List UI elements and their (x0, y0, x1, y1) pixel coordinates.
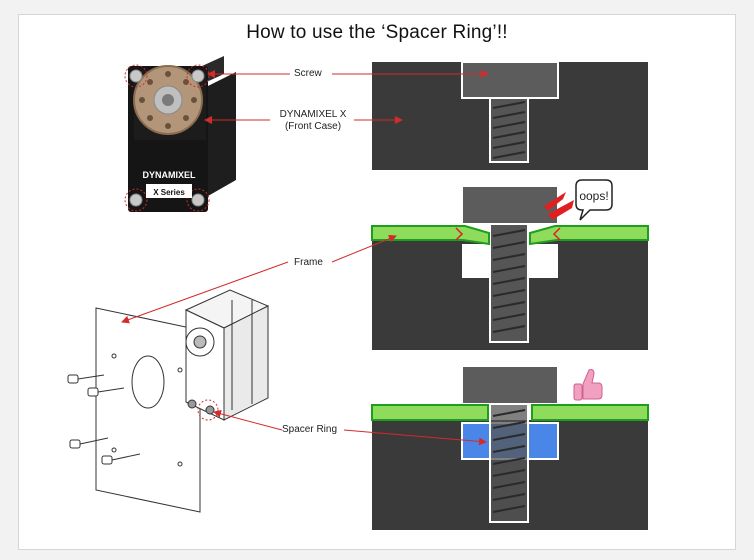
oops-text: oops! (579, 189, 608, 203)
diagram-title: How to use the ‘Spacer Ring’!! (246, 22, 508, 43)
screw-shaft (489, 97, 529, 163)
frame-left (371, 404, 489, 421)
panel-screw-in-case (372, 61, 648, 170)
assembly-sketch (67, 289, 270, 513)
screw-head (461, 61, 559, 99)
annotation-arrows (121, 70, 489, 446)
brand-logo-text: DYNAMIXEL (142, 170, 196, 180)
screw-head (461, 185, 559, 225)
servo-photo: DYNAMIXEL X Series (124, 56, 236, 212)
label-dynamixel-line2: (Front Case) (284, 121, 342, 132)
oops-bubble (575, 179, 613, 221)
frame-left-bent (371, 225, 490, 246)
warning-mark (548, 200, 574, 220)
label-dynamixel-line1: DYNAMIXEL X (279, 109, 347, 120)
label-spacer-ring: Spacer Ring (282, 424, 338, 435)
panel-with-spacer (371, 365, 649, 530)
screw-head (461, 365, 559, 405)
label-frame: Frame (294, 257, 323, 268)
panel-frame-bent: oops! (371, 179, 649, 350)
screw-shaft (489, 223, 529, 343)
thumbs-up-icon (573, 369, 603, 401)
series-label: X Series (153, 188, 185, 197)
label-dynamixel: DYNAMIXEL X (Front Case) (272, 109, 354, 133)
label-screw: Screw (294, 68, 322, 79)
frame-right (531, 404, 649, 421)
